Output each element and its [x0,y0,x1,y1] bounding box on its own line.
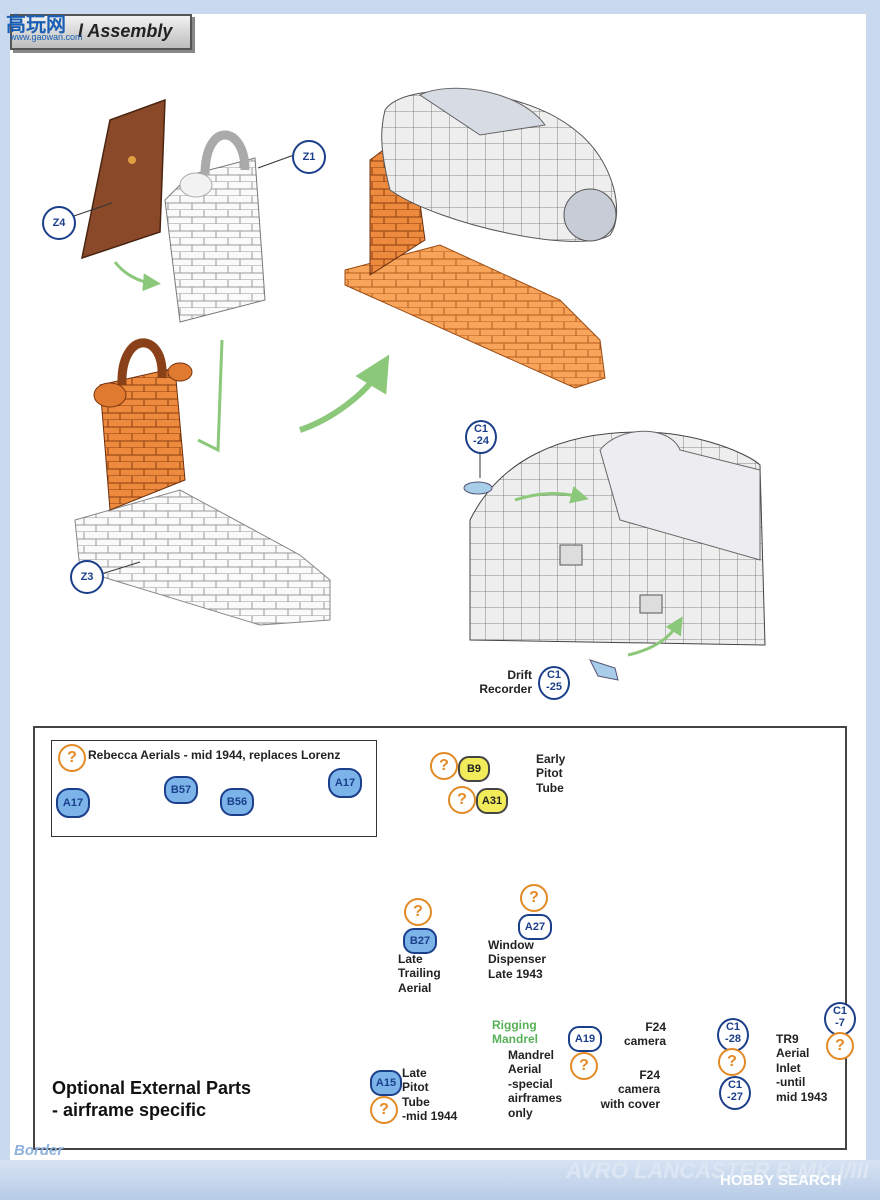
label-rebecca: Rebecca Aerials - mid 1944, replaces Lor… [88,748,341,762]
question-b9: ? [430,752,458,780]
label-f24-camera: F24 camera [623,1020,666,1049]
part-white-tower [164,130,266,323]
arrow-down [197,339,224,453]
section-title: l Assembly [78,21,173,41]
callout-c1-25: C1 -25 [538,666,570,700]
label-early-pitot: Early Pitot Tube [536,752,566,795]
border-logo: Border [14,1142,64,1159]
callout-c1-28: C1 -28 [717,1018,749,1052]
question-a27: ? [520,884,548,912]
callout-a27: A27 [518,914,552,940]
part-z4-plate [81,98,166,260]
callout-b27: B27 [403,928,437,954]
callout-z3: Z3 [70,560,104,594]
callout-c1-27: C1 -27 [719,1076,751,1110]
question-a19: ? [570,1052,598,1080]
question-a31: ? [448,786,476,814]
callout-a15: A15 [370,1070,402,1096]
arrow-z4-to-tower [113,261,161,292]
label-late-pitot: Late Pitot Tube -mid 1944 [402,1066,458,1124]
footer-kit-title: AVRO LANCASTER B.MK.I/III [566,1158,869,1183]
callout-z4: Z4 [42,206,76,240]
label-drift-recorder: Drift Recorder [479,668,532,697]
callout-b9: B9 [458,756,490,782]
part-fuselage-section [463,430,766,681]
question-c1-7: ? [826,1032,854,1060]
watermark-logo: 高玩网 [6,14,66,36]
leader-z4 [67,202,113,219]
label-f24-camera-cover: F24 camera with cover [600,1068,660,1111]
part-orange-stand-assembled [344,87,617,389]
callout-a17-right: A17 [328,768,362,798]
callout-b56: B56 [220,788,254,816]
arrow-up-to-stand [299,354,390,433]
question-c1-28: ? [718,1048,746,1076]
label-rigging-mandrel: Rigging Mandrel [492,1018,539,1047]
callout-z1: Z1 [292,140,326,174]
callout-c1-7: C1 -7 [824,1002,856,1036]
leader-z3 [97,561,141,576]
callout-b57: B57 [164,776,198,804]
optional-external-parts-title: Optional External Parts - airframe speci… [52,1078,252,1120]
label-mandrel-aerial: Mandrel Aerial -special airframes only [508,1048,563,1120]
arrow-c1-24 [514,486,589,504]
callout-c1-24: C1 -24 [465,420,497,454]
section-title-tab: l Assembly [10,14,192,50]
question-a15: ? [370,1096,398,1124]
hobby-search-watermark: HOBBY SEARCH [720,1172,842,1189]
label-window-dispenser: Window Dispenser Late 1943 [488,938,547,981]
arrow-drift [627,616,683,657]
question-b27: ? [404,898,432,926]
callout-a17-left: A17 [56,788,90,818]
question-rebecca: ? [58,744,86,772]
watermark-url: www.gaowan.com [10,32,83,42]
bottom-strip [0,1160,880,1200]
callout-a19: A19 [568,1026,602,1052]
label-tr9-aerial-inlet: TR9 Aerial Inlet -until mid 1943 [776,1032,828,1104]
callout-a31: A31 [476,788,508,814]
leader-z1 [257,154,295,169]
part-orange-tower-white-base [74,338,331,626]
label-late-trailing-aerial: Late Trailing Aerial [398,952,441,995]
rebecca-box [51,740,377,837]
